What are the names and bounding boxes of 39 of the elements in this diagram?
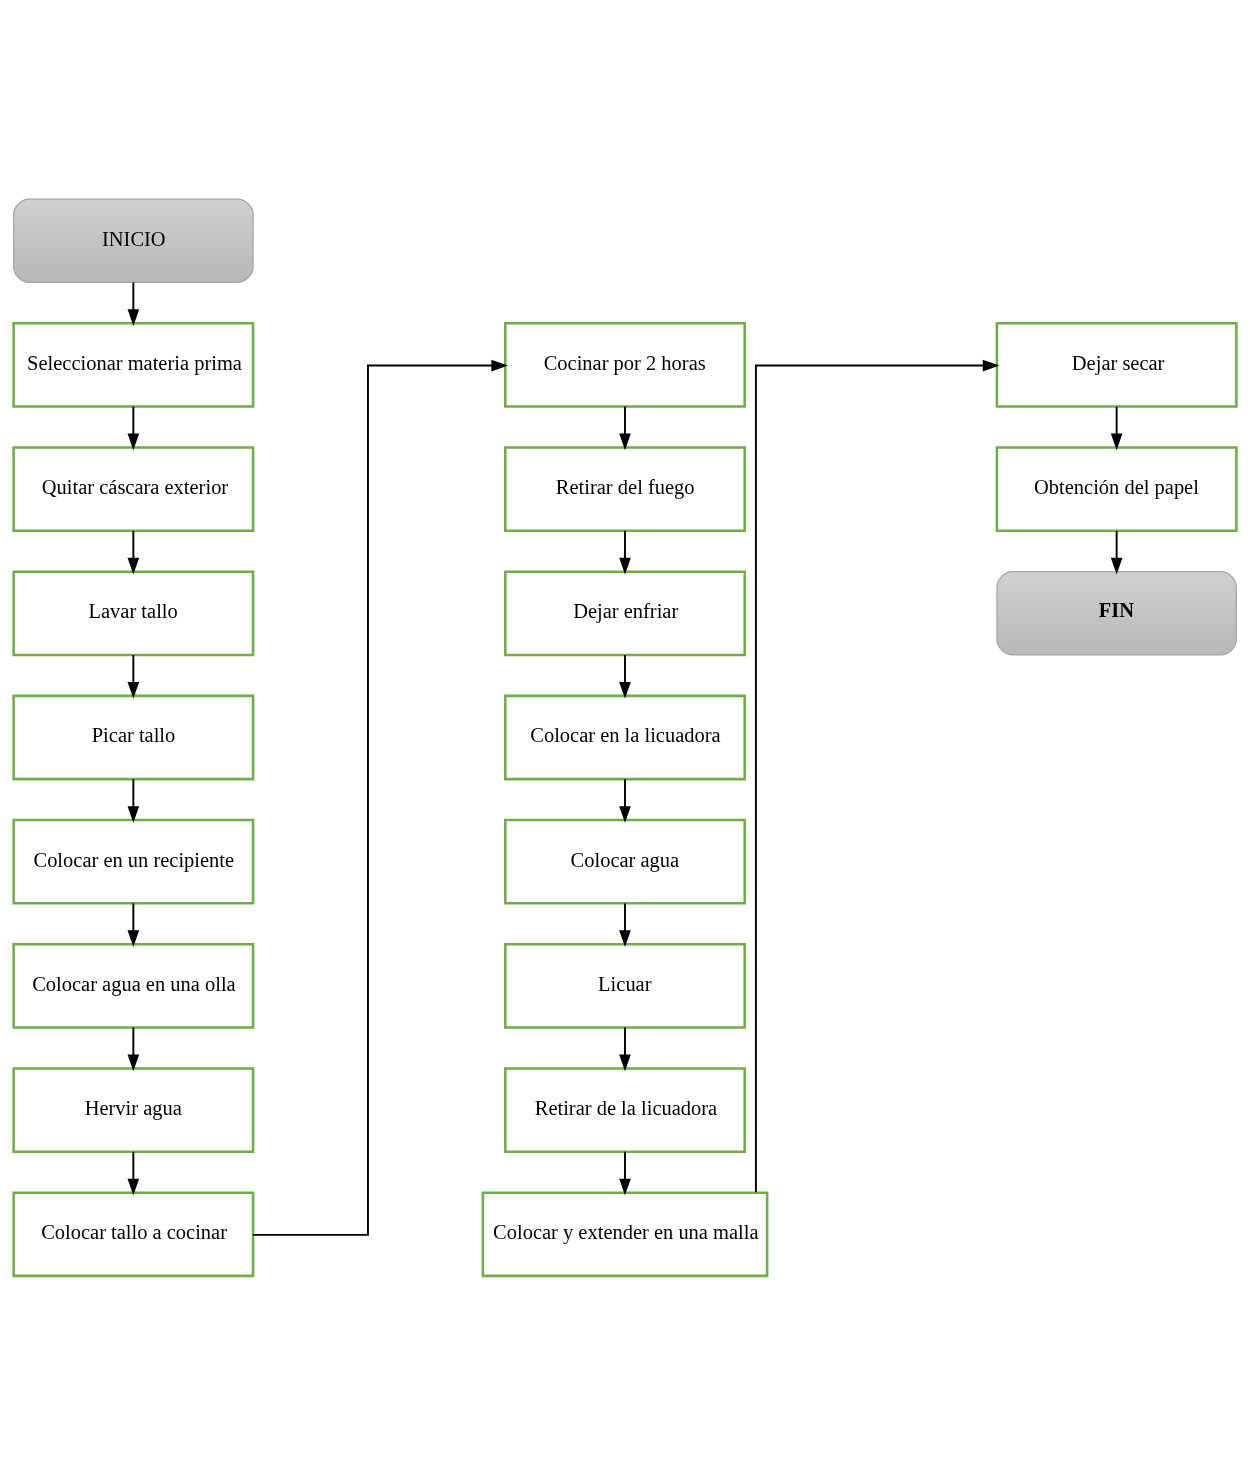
node-box: Dejar enfriar bbox=[504, 570, 746, 657]
node-box: FIN bbox=[996, 571, 1237, 656]
node-box: Retirar de la licuadora bbox=[504, 1067, 746, 1153]
arrow bbox=[619, 654, 631, 699]
node-box: Colocar y extender en una malla bbox=[481, 1191, 769, 1278]
arrow bbox=[619, 902, 631, 947]
arrow bbox=[619, 1150, 631, 1196]
arrow bbox=[127, 405, 140, 451]
arrow bbox=[127, 1026, 140, 1072]
arrow bbox=[619, 405, 631, 451]
arrow bbox=[127, 654, 140, 699]
node-box: Seleccionar materia prima bbox=[12, 322, 255, 408]
arrow bbox=[1110, 529, 1123, 575]
node-box: Retirar del fuego bbox=[504, 446, 746, 532]
arrow bbox=[252, 359, 509, 1236]
arrow bbox=[127, 1150, 140, 1196]
arrow bbox=[127, 778, 140, 823]
arrow bbox=[619, 529, 631, 575]
node-box: Quitar cáscara exterior bbox=[12, 446, 255, 532]
arrow bbox=[127, 529, 140, 575]
node-box: Colocar en un recipiente bbox=[12, 818, 255, 905]
node-box: Colocar tallo a cocinar bbox=[12, 1191, 255, 1278]
node-box: Cocinar por 2 horas bbox=[504, 322, 746, 408]
node-box: Licuar bbox=[504, 943, 746, 1029]
node-box: INICIO bbox=[13, 198, 254, 283]
node-box: Colocar agua bbox=[504, 818, 746, 905]
node-box: Picar tallo bbox=[12, 694, 255, 781]
node-box: Colocar agua en una olla bbox=[12, 943, 255, 1029]
node-box: Hervir agua bbox=[12, 1067, 255, 1153]
arrow bbox=[127, 281, 140, 327]
arrow bbox=[754, 359, 1000, 1194]
node-box: Lavar tallo bbox=[12, 570, 255, 657]
node-box: Dejar secar bbox=[995, 322, 1238, 408]
arrow bbox=[619, 778, 631, 823]
arrow bbox=[1110, 405, 1123, 451]
node-box: Colocar en la licuadora bbox=[504, 694, 746, 781]
arrow bbox=[619, 1026, 631, 1072]
arrow bbox=[127, 902, 140, 947]
node-box: Obtención del papel bbox=[995, 446, 1238, 532]
